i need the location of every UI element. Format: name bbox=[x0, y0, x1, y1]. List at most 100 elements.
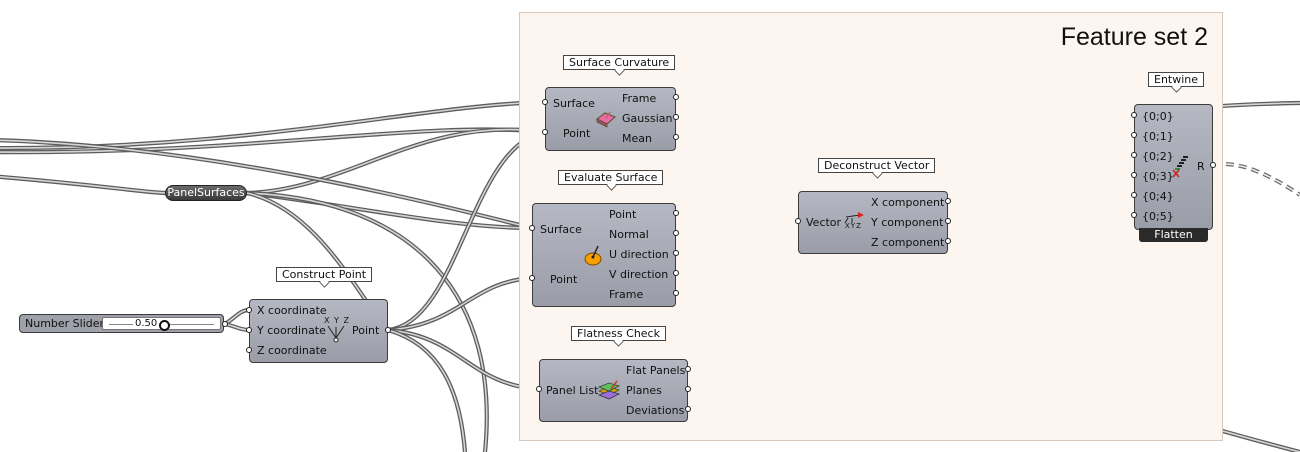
slider-track[interactable]: 0.50 bbox=[102, 317, 221, 331]
output-port[interactable] bbox=[673, 270, 679, 276]
output-port[interactable] bbox=[945, 198, 951, 204]
wire[interactable] bbox=[246, 192, 488, 452]
output-port[interactable] bbox=[673, 250, 679, 256]
vector-xyz-icon: XYZ bbox=[844, 209, 868, 233]
entwine-title: Entwine bbox=[1148, 72, 1205, 87]
wire[interactable] bbox=[387, 277, 533, 331]
slider-knob[interactable] bbox=[159, 320, 170, 331]
dashed-wire-outline bbox=[1212, 162, 1300, 197]
input-port[interactable] bbox=[1131, 212, 1137, 218]
output-port[interactable] bbox=[1210, 162, 1216, 168]
input-label: Z coordinate bbox=[257, 344, 327, 357]
output-port[interactable] bbox=[673, 134, 679, 140]
panel-surfaces-param[interactable]: PanelSurfaces bbox=[165, 185, 247, 201]
flatness-check-title: Flatness Check bbox=[571, 326, 666, 341]
input-port[interactable] bbox=[542, 129, 548, 135]
input-label: Surface bbox=[553, 97, 595, 110]
input-port[interactable] bbox=[1131, 112, 1137, 118]
wire[interactable] bbox=[0, 139, 533, 229]
flatten-badge: Flatten bbox=[1139, 228, 1208, 242]
output-label: Deviations bbox=[626, 404, 685, 417]
entwine-component[interactable]: {0;0} {0;1} {0;2} {0;3} {0;4} {0;5} R bbox=[1134, 104, 1213, 230]
output-label: Y component bbox=[871, 216, 944, 229]
input-port[interactable] bbox=[529, 275, 535, 281]
input-port[interactable] bbox=[246, 307, 252, 313]
input-label: X coordinate bbox=[257, 304, 327, 317]
output-label: R bbox=[1197, 160, 1205, 173]
surface-curvature-component[interactable]: Surface Point Frame Gaussian Mean bbox=[545, 87, 676, 151]
slider-output-port[interactable] bbox=[222, 321, 228, 327]
input-label: {0;4} bbox=[1142, 190, 1174, 203]
output-port[interactable] bbox=[945, 238, 951, 244]
input-label: {0;3} bbox=[1142, 170, 1174, 183]
group-title: Feature set 2 bbox=[1060, 23, 1208, 51]
input-label: {0;2} bbox=[1142, 150, 1174, 163]
flatness-icon bbox=[597, 380, 621, 400]
input-label: Point bbox=[550, 273, 578, 286]
output-port[interactable] bbox=[685, 366, 691, 372]
input-port[interactable] bbox=[1131, 152, 1137, 158]
output-label: Point bbox=[609, 208, 637, 221]
construct-point-component[interactable]: X coordinate Y coordinate Z coordinate P… bbox=[249, 299, 388, 363]
output-label: Planes bbox=[626, 384, 662, 397]
wire[interactable] bbox=[387, 329, 466, 452]
output-label: Flat Panels bbox=[626, 364, 686, 377]
curvature-icon bbox=[596, 111, 616, 128]
output-label: X component bbox=[871, 196, 945, 209]
output-label: Gaussian bbox=[622, 112, 673, 125]
output-port[interactable] bbox=[673, 290, 679, 296]
output-port[interactable] bbox=[685, 406, 691, 412]
wire-outline bbox=[385, 327, 468, 452]
evaluate-surface-title: Evaluate Surface bbox=[558, 170, 664, 185]
output-port[interactable] bbox=[673, 94, 679, 100]
output-port[interactable] bbox=[673, 230, 679, 236]
output-port[interactable] bbox=[673, 210, 679, 216]
input-port[interactable] bbox=[246, 347, 252, 353]
surface-curvature-title: Surface Curvature bbox=[563, 55, 676, 70]
input-port[interactable] bbox=[795, 218, 801, 224]
vector-arrow-glyph bbox=[844, 212, 864, 223]
slider-value: 0.50 bbox=[133, 318, 160, 329]
panel-surfaces-label: PanelSurfaces bbox=[167, 186, 245, 199]
wire[interactable] bbox=[246, 128, 546, 194]
deconstruct-vector-component[interactable]: Vector X component Y component Z compone… bbox=[798, 191, 948, 254]
input-label: {0;5} bbox=[1142, 210, 1174, 223]
input-label: Y coordinate bbox=[257, 324, 326, 337]
output-port[interactable] bbox=[685, 386, 691, 392]
input-port[interactable] bbox=[529, 225, 535, 231]
input-label: Panel List bbox=[546, 384, 599, 397]
input-port[interactable] bbox=[536, 386, 542, 392]
input-label: Surface bbox=[540, 223, 582, 236]
evaluate-surface-component[interactable]: Surface Point Point Normal U direction V… bbox=[532, 203, 676, 307]
output-label: U direction bbox=[609, 248, 669, 261]
input-label: {0;1} bbox=[1142, 130, 1174, 143]
output-label: Mean bbox=[622, 132, 652, 145]
vector-xyz-text: XYZ bbox=[845, 222, 862, 230]
evaluate-surface-icon bbox=[584, 245, 602, 266]
deconstruct-vector-title: Deconstruct Vector bbox=[818, 158, 936, 173]
output-label: Frame bbox=[609, 288, 644, 301]
wire[interactable] bbox=[0, 176, 166, 194]
output-port[interactable] bbox=[945, 218, 951, 224]
output-label: Point bbox=[352, 324, 380, 337]
entwine-icon bbox=[1172, 156, 1188, 178]
output-label: Normal bbox=[609, 228, 649, 241]
output-label: V direction bbox=[609, 268, 669, 281]
input-port[interactable] bbox=[1131, 192, 1137, 198]
input-label: Point bbox=[563, 127, 591, 140]
input-port[interactable] bbox=[542, 99, 548, 105]
xyz-point-glyph bbox=[327, 325, 345, 343]
output-port[interactable] bbox=[673, 114, 679, 120]
output-port[interactable] bbox=[385, 327, 391, 333]
wire[interactable] bbox=[387, 329, 540, 390]
input-port[interactable] bbox=[246, 327, 252, 333]
dashed-wire[interactable] bbox=[1212, 163, 1300, 196]
input-label: Vector bbox=[806, 216, 842, 229]
wire[interactable] bbox=[387, 131, 546, 331]
input-port[interactable] bbox=[1131, 172, 1137, 178]
input-label: {0;0} bbox=[1142, 110, 1174, 123]
number-slider[interactable]: Number Slider 0.50 bbox=[19, 314, 224, 333]
input-port[interactable] bbox=[1131, 132, 1137, 138]
flatness-check-component[interactable]: Panel List Flat Panels Planes Deviations bbox=[539, 359, 688, 422]
